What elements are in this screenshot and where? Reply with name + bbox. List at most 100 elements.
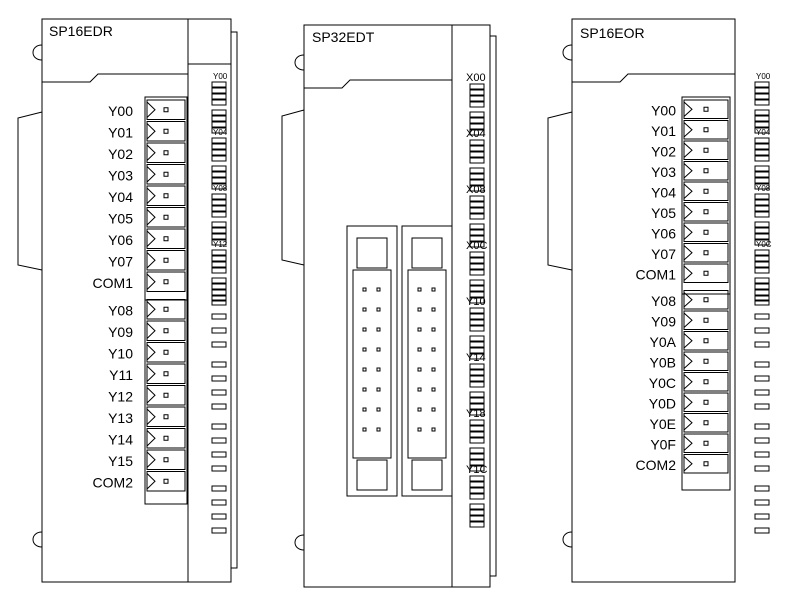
- connector-pin: [431, 347, 436, 352]
- status-led: [211, 255, 227, 262]
- connector-pin: [417, 287, 422, 292]
- terminal-label: COM1: [636, 266, 677, 282]
- cover-line: [42, 73, 188, 83]
- terminal-clamp: [683, 333, 693, 349]
- cover-line: [304, 79, 452, 89]
- terminal-clamp: [683, 292, 693, 308]
- terminal-screw: [683, 202, 729, 222]
- status-led: [754, 87, 770, 94]
- status-led: [754, 221, 770, 228]
- screw-dot: [703, 379, 709, 385]
- latch-top: [356, 237, 388, 269]
- terminal-screw: [146, 228, 186, 249]
- connector-pin: [376, 287, 381, 292]
- status-led: [754, 261, 770, 268]
- status-led: [469, 307, 485, 314]
- status-led: [211, 155, 227, 162]
- screw-dot: [163, 371, 169, 377]
- terminal-screw: [683, 263, 729, 283]
- status-led: [469, 425, 485, 432]
- terminal-clamp: [683, 456, 693, 472]
- status-led: [211, 211, 227, 218]
- status-led: [211, 171, 227, 178]
- terminal-clamp: [683, 245, 693, 261]
- status-led: [211, 149, 227, 156]
- screw-dot: [703, 358, 709, 364]
- status-led: [469, 347, 485, 354]
- status-led: [211, 313, 227, 320]
- terminal-label: Y04: [651, 184, 676, 200]
- connector-pin: [376, 347, 381, 352]
- status-led: [469, 369, 485, 376]
- led-label: X00: [466, 72, 486, 84]
- status-led: [469, 269, 485, 276]
- terminal-clamp: [146, 209, 156, 226]
- status-led: [754, 199, 770, 206]
- status-led: [469, 167, 485, 174]
- terminal-label: Y03: [108, 167, 133, 183]
- terminal-label: Y0A: [650, 334, 677, 350]
- status-led: [469, 263, 485, 270]
- status-led: [754, 451, 770, 458]
- terminal-label: Y01: [651, 123, 676, 139]
- terminal-screw: [683, 140, 729, 160]
- terminal-cell: [683, 310, 729, 330]
- terminal-clamp: [683, 435, 693, 451]
- module-sp16edr: [17, 18, 238, 583]
- terminal-screw: [683, 181, 729, 201]
- terminal-screw: [146, 406, 186, 427]
- terminal-clamp: [146, 187, 156, 204]
- terminal-screw: [683, 99, 729, 119]
- terminal-screw: [146, 342, 186, 363]
- latch-bottom: [411, 459, 443, 491]
- connector-pin: [362, 427, 367, 432]
- mount-hook-top: [32, 44, 43, 61]
- terminal-screw: [683, 413, 729, 433]
- connector-pin: [417, 387, 422, 392]
- terminal-label: Y09: [108, 324, 133, 340]
- status-led: [211, 341, 227, 348]
- terminal-screw: [683, 243, 729, 263]
- status-led: [211, 437, 227, 444]
- status-led: [754, 375, 770, 382]
- screw-dot: [163, 236, 169, 242]
- status-led: [211, 227, 227, 234]
- status-led: [469, 409, 485, 416]
- terminal-screw: [683, 351, 729, 371]
- terminal-screw: [683, 454, 729, 474]
- connector-pin: [417, 367, 422, 372]
- screw-dot: [703, 420, 709, 426]
- status-led: [754, 183, 770, 190]
- status-led: [754, 361, 770, 368]
- terminal-cell: [146, 207, 186, 228]
- connector-pin: [417, 327, 422, 332]
- terminal-cell: [683, 181, 729, 201]
- connector-pin: [431, 327, 436, 332]
- terminal-cell: [683, 99, 729, 119]
- status-led: [754, 99, 770, 106]
- status-led: [211, 277, 227, 284]
- status-led: [469, 431, 485, 438]
- status-led: [469, 151, 485, 158]
- status-led: [469, 363, 485, 370]
- terminal-clamp: [146, 273, 156, 290]
- status-led: [754, 239, 770, 246]
- status-led: [754, 403, 770, 410]
- status-led: [754, 193, 770, 200]
- led-label: Y18: [466, 408, 486, 420]
- connector-frame: [401, 225, 453, 497]
- screw-dot: [163, 457, 169, 463]
- status-led: [469, 509, 485, 516]
- terminal-cell: [146, 271, 186, 292]
- status-led: [754, 499, 770, 506]
- latch-top: [411, 237, 443, 269]
- status-led: [211, 99, 227, 106]
- status-led: [754, 283, 770, 290]
- module-title: SP32EDT: [312, 29, 375, 45]
- status-led: [211, 361, 227, 368]
- terminal-label: Y0D: [649, 395, 676, 411]
- terminal-screw: [683, 222, 729, 242]
- status-led: [469, 195, 485, 202]
- terminal-screw: [146, 385, 186, 406]
- terminal-cell: [683, 263, 729, 283]
